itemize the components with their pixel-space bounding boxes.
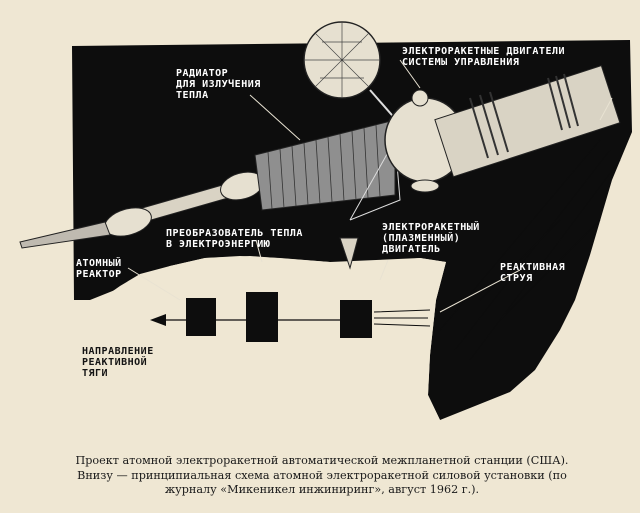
caption-line-2: Внизу — принципиальная схема атомной эле… — [40, 469, 604, 484]
reactor-block — [186, 298, 216, 336]
label-reactor: АТОМНЫЙ РЕАКТОР — [76, 258, 122, 280]
label-thrust-direction: НАПРАВЛЕНИЕ РЕАКТИВНОЙ ТЯГИ — [82, 346, 154, 379]
label-radiator: РАДИАТОР ДЛЯ ИЗЛУЧЕНИЯ ТЕПЛА — [176, 68, 261, 101]
label-heat-converter: ПРЕОБРАЗОВАТЕЛЬ ТЕПЛА В ЭЛЕКТРОЭНЕРГИЮ — [166, 228, 303, 250]
caption-line-3: журналу «Микеникел инжиниринг», август 1… — [40, 483, 604, 498]
antenna-grid — [304, 22, 380, 98]
figure-caption: Проект атомной электроракетной автоматич… — [40, 454, 604, 498]
engine-block — [340, 300, 372, 338]
control-thruster — [412, 90, 428, 106]
caption-line-1: Проект атомной электроракетной автоматич… — [40, 454, 604, 469]
converter-block — [246, 292, 278, 342]
bottom-thruster — [411, 180, 439, 192]
label-control-engines: ЭЛЕКТРОРАКЕТНЫЕ ДВИГАТЕЛИ СИСТЕМЫ УПРАВЛ… — [402, 46, 565, 68]
label-plasma-engine: ЭЛЕКТРОРАКЕТНЫЙ (ПЛАЗМЕННЫЙ) ДВИГАТЕЛЬ — [382, 222, 480, 255]
label-jet-stream: РЕАКТИВНАЯ СТРУЯ — [500, 262, 565, 284]
